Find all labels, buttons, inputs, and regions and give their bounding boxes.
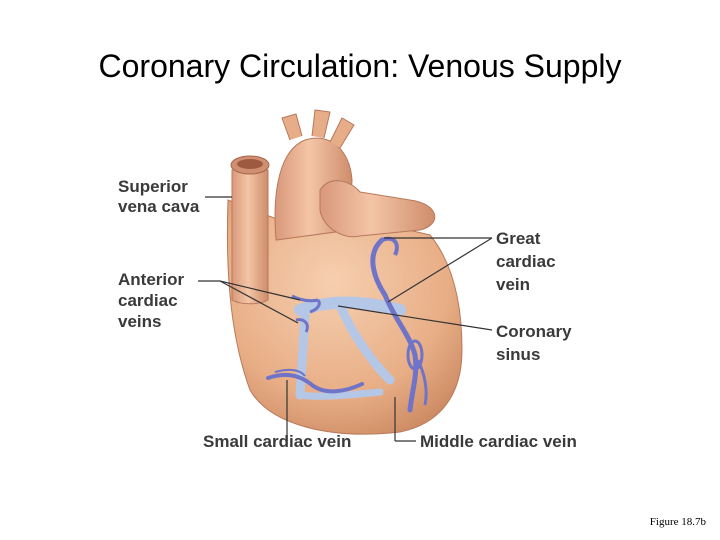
label-great-cardiac-vein: Great cardiac vein: [496, 229, 560, 294]
figure-caption: Figure 18.7b: [649, 516, 706, 528]
page-title: Coronary Circulation: Venous Supply: [98, 48, 622, 84]
label-superior-vena-cava: Superior vena cava: [118, 177, 200, 216]
pulmonary-vessel: [319, 180, 436, 238]
leader-lines: [198, 196, 493, 442]
superior-vena-cava-vessel: [231, 169, 269, 305]
great-cardiac-vein-vessel: [370, 237, 419, 413]
aortic-branches: [281, 109, 355, 149]
coronary-sinus-vessel: [294, 296, 406, 316]
label-anterior-cardiac-veins: Anterior cardiac veins: [118, 270, 189, 331]
label-coronary-sinus: Coronary sinus: [496, 322, 576, 364]
small-cardiac-vein-vessel: [266, 372, 364, 394]
label-middle-cardiac-vein: Middle cardiac vein: [420, 432, 577, 451]
anterior-cardiac-veins-vessel: [291, 294, 321, 333]
label-small-cardiac-vein: Small cardiac vein: [203, 432, 351, 451]
